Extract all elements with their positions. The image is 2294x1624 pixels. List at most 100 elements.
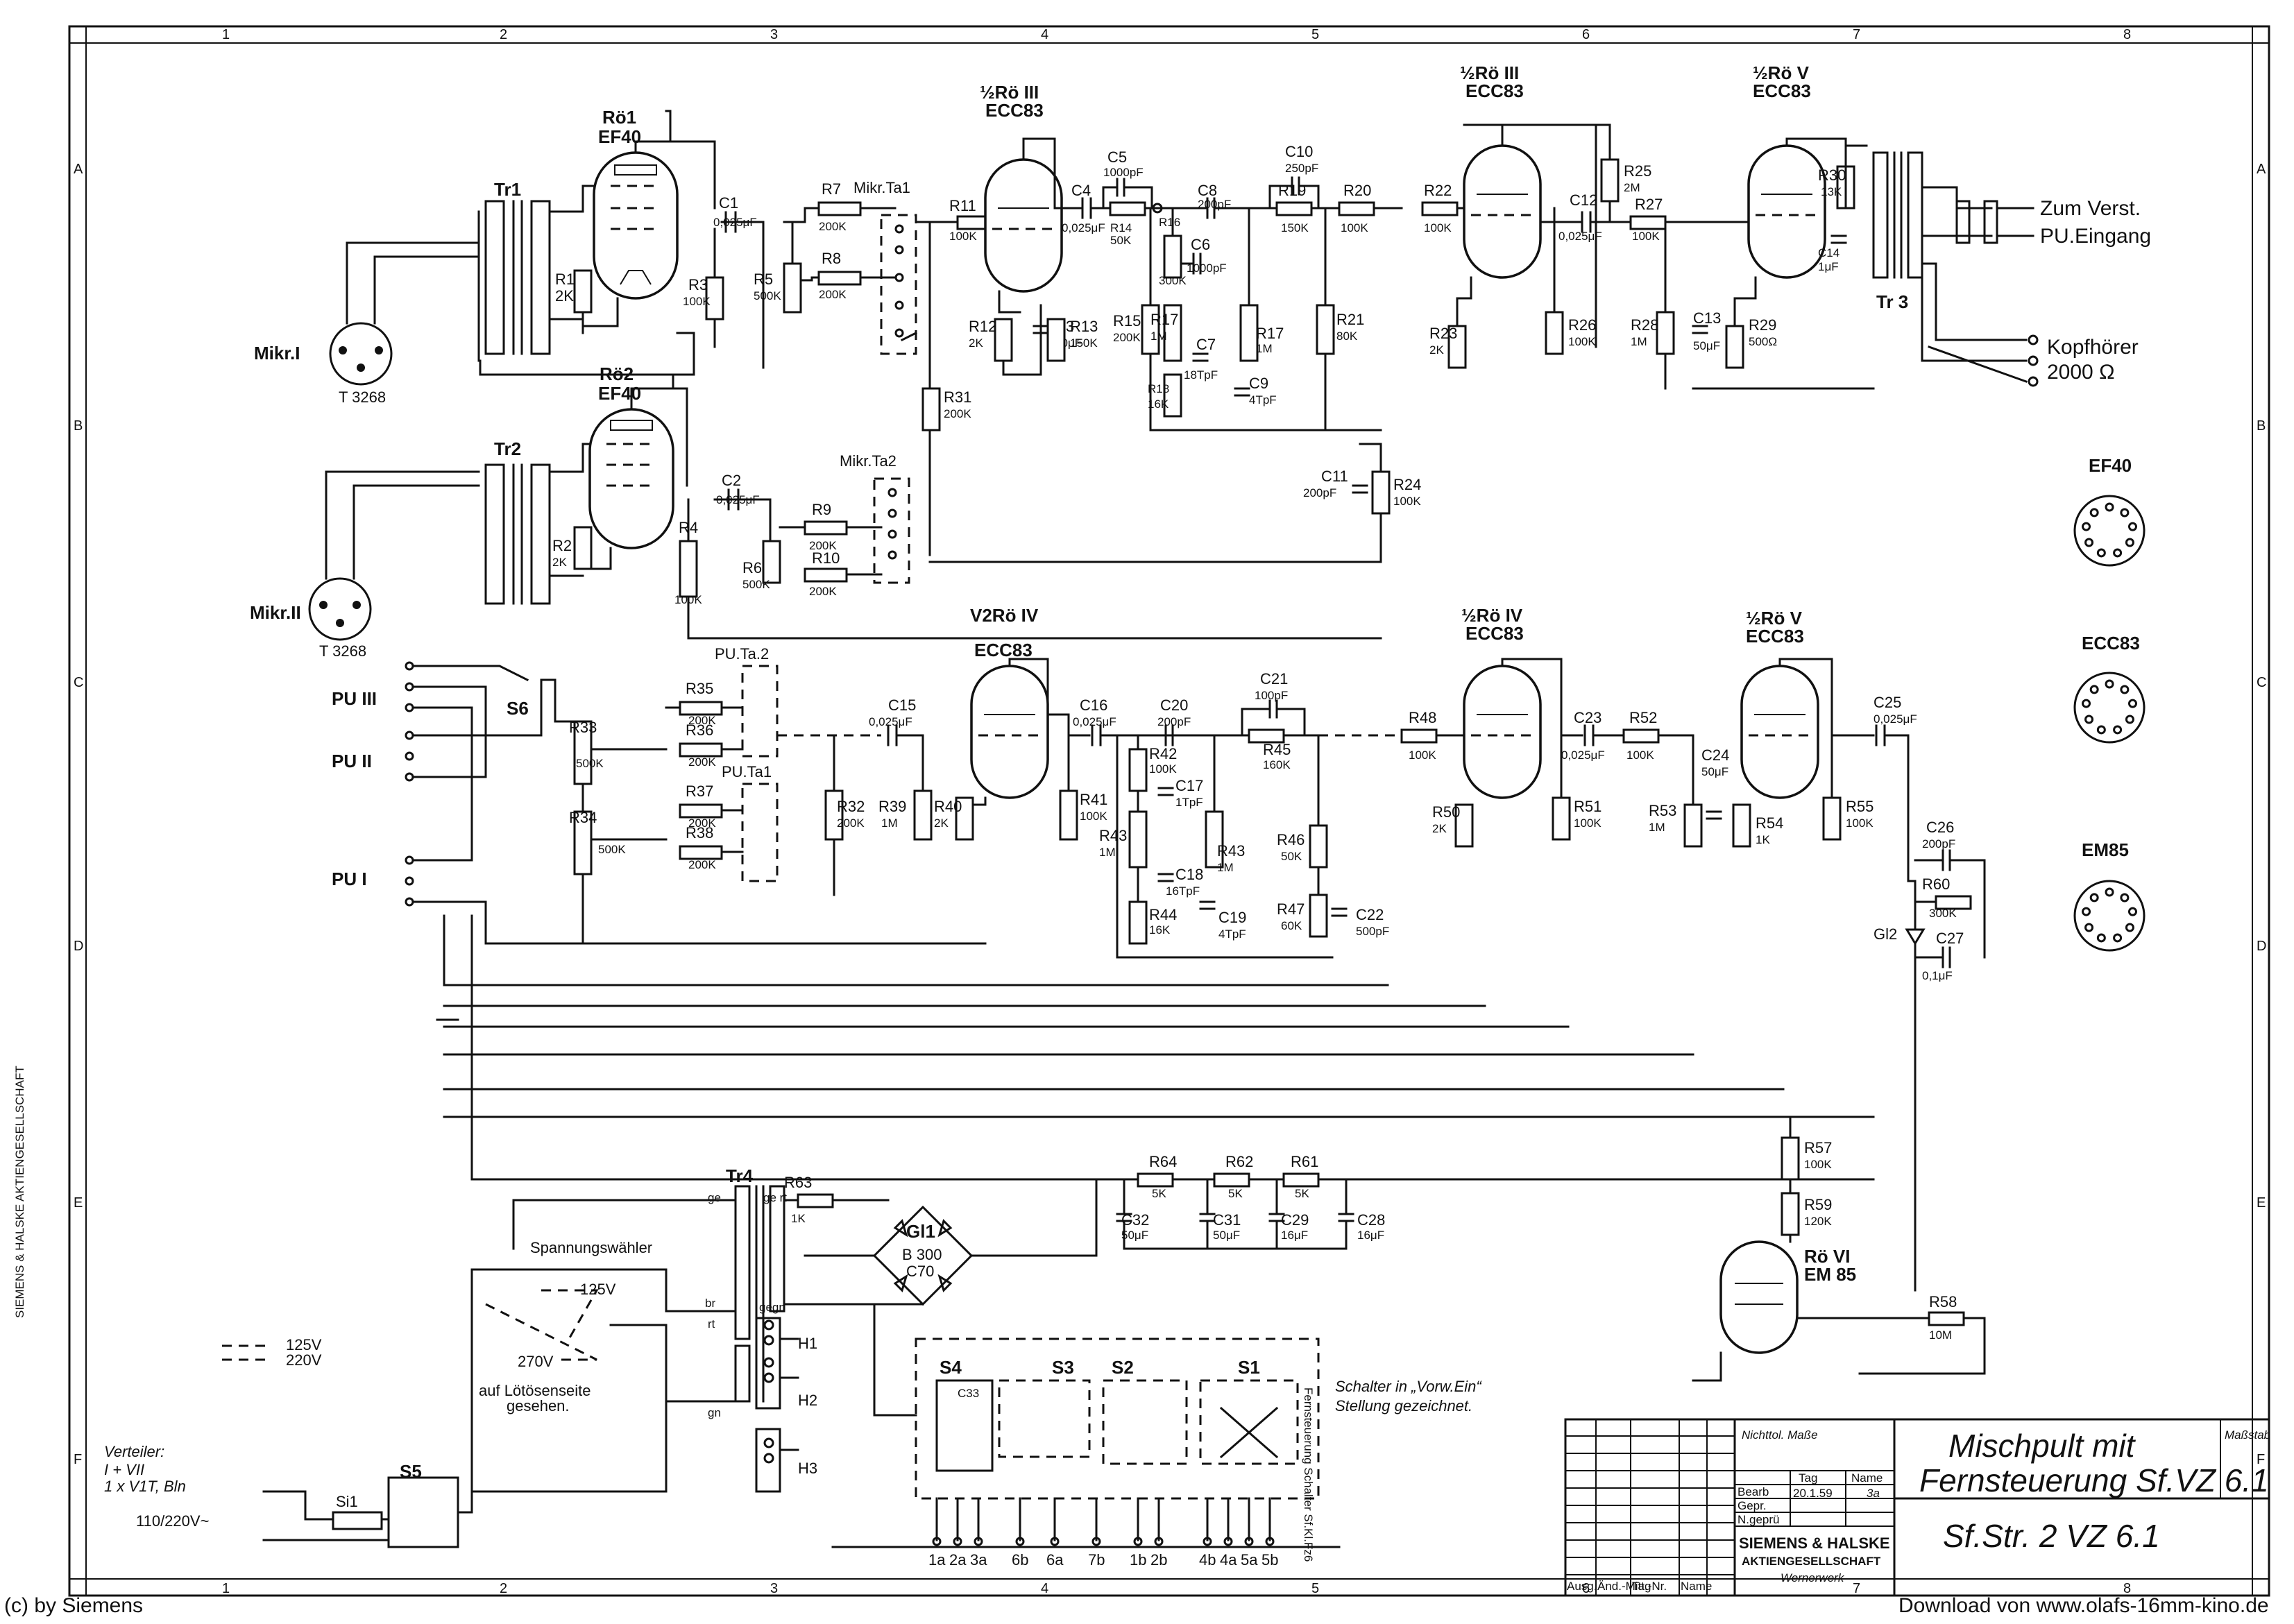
tr3-secondary [1907,151,1923,279]
svg-text:C28: C28 [1357,1211,1385,1229]
svg-text:C2: C2 [722,472,741,489]
svg-text:R47: R47 [1277,900,1305,918]
svg-text:ge rt: ge rt [763,1191,787,1204]
svg-text:S6: S6 [507,698,529,719]
s4-switch [935,1379,994,1472]
svg-text:250pF: 250pF [1285,162,1318,175]
svg-text:C70: C70 [906,1263,934,1280]
svg-text:110/220V~: 110/220V~ [136,1512,209,1530]
svg-text:R43: R43 [1099,827,1127,844]
svg-text:R57: R57 [1804,1139,1832,1156]
svg-text:R11: R11 [949,197,976,214]
r62-resistor [1213,1172,1250,1188]
svg-text:200K: 200K [809,539,837,552]
svg-text:0,1μF: 0,1μF [1922,969,1953,982]
r39-resistor [913,789,933,841]
title-block [1564,1418,2270,1597]
svg-text:R50: R50 [1432,803,1460,821]
gl1-bridge: Gl1 B 300 C70 [872,1205,974,1306]
pinout-pin [2125,923,2134,932]
svg-text:Wernerwerk: Wernerwerk [1781,1571,1845,1584]
svg-text:16TpF: 16TpF [1166,884,1200,898]
svg-text:200K: 200K [688,714,716,727]
remote-terminal [1154,1537,1164,1546]
svg-text:100K: 100K [949,230,977,243]
mikr2-socket [308,577,372,641]
gl2-diode [1905,928,1926,946]
svg-text:1M: 1M [1217,861,1234,874]
s2-switch [1102,1379,1188,1465]
svg-text:R22: R22 [1424,182,1452,199]
svg-text:1 x V1T, Bln: 1 x V1T, Bln [104,1478,186,1495]
svg-text:18TpF: 18TpF [1184,368,1218,382]
svg-text:R31: R31 [944,388,971,406]
svg-text:½Rö IV: ½Rö IV [1461,605,1523,626]
pinout-pin [2127,907,2137,916]
svg-text:N.geprü: N.geprü [1738,1513,1779,1526]
svg-text:R63: R63 [784,1174,812,1191]
r28-resistor [1656,311,1675,355]
remote-terminal [1050,1537,1060,1546]
svg-text:R44: R44 [1149,906,1177,923]
mikr1-socket [329,322,393,386]
svg-text:R18: R18 [1148,382,1169,395]
svg-text:2M: 2M [1624,181,1640,194]
r64-resistor [1137,1172,1174,1188]
svg-text:R28: R28 [1631,316,1658,334]
svg-text:SIEMENS & HALSKE: SIEMENS & HALSKE [1739,1535,1890,1552]
svg-text:R41: R41 [1080,791,1107,808]
svg-text:R29: R29 [1749,316,1776,334]
title-block-foot-label: Ausg. [1567,1580,1597,1593]
pinout-pin [2089,508,2099,518]
pinout-pin [2084,715,2094,724]
r29-resistor [1725,325,1744,369]
svg-text:½Rö V: ½Rö V [1753,62,1810,83]
title-block-foot-label: Name [1681,1580,1712,1593]
svg-text:50K: 50K [1110,234,1132,247]
svg-text:4TpF: 4TpF [1218,928,1246,941]
mikr-ta1-switch [880,214,917,355]
svg-text:R37: R37 [686,783,713,800]
svg-text:Si1: Si1 [336,1493,358,1510]
r22-resistor [1421,201,1459,216]
pu-input-terminals [405,661,414,907]
r59-resistor [1781,1192,1800,1236]
r42-resistor [1128,748,1148,792]
svg-text:R17: R17 [1150,311,1178,328]
r41-resistor [1059,789,1078,841]
svg-text:20.1.59: 20.1.59 [1793,1487,1833,1500]
pinout-pin [2082,907,2091,916]
mikr2-label: Mikr.II [250,602,301,623]
pinout-pin [2096,933,2106,943]
col-number-6: 6 [1582,27,1590,42]
svg-text:R60: R60 [1922,875,1950,893]
svg-text:Gl2: Gl2 [1874,925,1897,943]
svg-text:200pF: 200pF [1303,486,1336,499]
remote-terminal [974,1537,983,1546]
svg-text:13K: 13K [1821,185,1842,198]
col-number-8: 8 [2123,27,2131,42]
col-number-bottom-5: 5 [1311,1581,1319,1596]
r43b-pot [1205,810,1224,869]
remote-terminal-label: 2a [949,1551,967,1569]
remote-terminal-label: 5a [1241,1551,1258,1569]
svg-text:50μF: 50μF [1121,1229,1148,1242]
remote-terminal [1133,1537,1143,1546]
pinout-pin [2082,522,2091,531]
svg-text:R64: R64 [1149,1153,1177,1170]
svg-text:R10: R10 [812,549,840,567]
svg-text:200K: 200K [819,220,847,233]
row-letter-D: D [74,939,83,954]
row-letter-right-D: D [2257,939,2266,954]
r7-resistor [817,201,862,216]
svg-text:125V: 125V [580,1281,616,1298]
r3-resistor [705,276,724,320]
svg-text:R21: R21 [1336,311,1364,328]
svg-text:2K: 2K [552,556,567,569]
svg-text:Stellung gezeichnet.: Stellung gezeichnet. [1335,1397,1472,1414]
svg-text:EM 85: EM 85 [1804,1264,1856,1285]
svg-text:100K: 100K [1568,335,1596,348]
r54-resistor [1732,803,1751,848]
